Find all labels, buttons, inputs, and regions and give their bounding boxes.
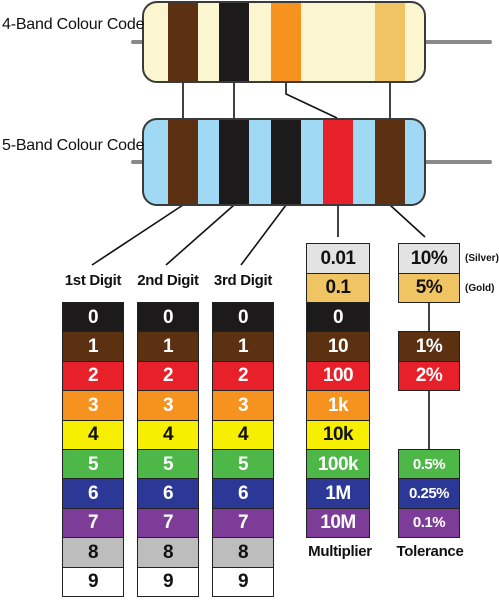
resistor-4band-band-2-black [219, 2, 249, 82]
resistor-4band-band-3-orange [271, 2, 301, 82]
digit3-cell-4: 4 [212, 419, 274, 450]
link-band2-digit2 [165, 204, 235, 266]
multiplier-cell-0: 0 [306, 302, 370, 333]
tolerance-cell-0_25pct: 0.25% [398, 478, 460, 509]
link-band5-tolerance [389, 204, 426, 238]
digit2-cell-1: 1 [137, 331, 199, 362]
title-5-band: 5-Band Colour Code [2, 137, 145, 154]
resistor-4band-band-4-gold [375, 2, 405, 82]
tolerance-cell-0_1pct: 0.1% [398, 507, 460, 539]
digit3-cell-1: 1 [212, 331, 274, 362]
digit3-cell-2: 2 [212, 360, 274, 392]
digit2-cell-0: 0 [137, 302, 199, 333]
resistor-4band-band-1-brown [168, 2, 198, 82]
multiplier-cell-10k: 10k [306, 419, 370, 450]
resistor-5band-band-1-brown [168, 119, 198, 205]
tolerance-cell-0_5pct: 0.5% [398, 449, 460, 480]
digit2-cell-9: 9 [137, 566, 199, 597]
digit3-cell-5: 5 [212, 449, 274, 480]
header-multiplier: Multiplier [308, 543, 372, 560]
multiplier-cell-10M: 10M [306, 507, 370, 539]
digit1-cell-0: 0 [62, 302, 124, 333]
resistor-5band-band-4-red [323, 119, 353, 205]
digit1-cell-2: 2 [62, 360, 124, 392]
digit3-cell-6: 6 [212, 478, 274, 509]
multiplier-cell-0_1: 0.1 [306, 272, 370, 303]
digit1-cell-8: 8 [62, 537, 124, 568]
resistor-5band-outline [142, 118, 426, 206]
multiplier-cell-10: 10 [306, 331, 370, 362]
link-4band-multiplier [285, 82, 338, 119]
tolerance-cell-2pct: 2% [398, 360, 460, 392]
tolerance-cell-5pct: 5% [398, 272, 460, 303]
tolerance-cell-1pct: 1% [398, 331, 460, 362]
digit1-cell-1: 1 [62, 331, 124, 362]
digit3-cell-9: 9 [212, 566, 274, 597]
title-4-band: 4-Band Colour Code [2, 16, 145, 33]
header-1st-digit: 1st Digit [64, 272, 122, 289]
digit2-cell-2: 2 [137, 360, 199, 392]
digit1-cell-3: 3 [62, 390, 124, 421]
tolerance-cell-10pct: 10% [398, 243, 460, 274]
multiplier-cell-0_01: 0.01 [306, 243, 370, 274]
digit1-cell-5: 5 [62, 449, 124, 480]
digit1-cell-9: 9 [62, 566, 124, 597]
digit1-cell-4: 4 [62, 419, 124, 450]
digit1-cell-7: 7 [62, 507, 124, 539]
digit3-cell-7: 7 [212, 507, 274, 539]
tolerance-note-silver: (Silver) [465, 253, 499, 265]
digit2-cell-3: 3 [137, 390, 199, 421]
resistor-5band-bands [168, 119, 405, 205]
digit2-cell-8: 8 [137, 537, 199, 568]
digit3-cell-3: 3 [212, 390, 274, 421]
link-band1-digit1 [91, 204, 184, 266]
tolerance-note-gold: (Gold) [465, 282, 495, 294]
resistor-5band-band-3-black [271, 119, 301, 205]
header-2nd-digit: 2nd Digit [137, 272, 199, 289]
digit2-cell-7: 7 [137, 507, 199, 539]
resistor-5band-band-2-black [219, 119, 249, 205]
digit2-cell-6: 6 [137, 478, 199, 509]
digit2-cell-4: 4 [137, 419, 199, 450]
multiplier-cell-1k: 1k [306, 390, 370, 421]
digit1-cell-6: 6 [62, 478, 124, 509]
digit3-cell-0: 0 [212, 302, 274, 333]
multiplier-cell-100k: 100k [306, 449, 370, 480]
header-tolerance: Tolerance [396, 543, 464, 560]
digit2-cell-5: 5 [137, 449, 199, 480]
resistor-4band-bands [168, 2, 405, 82]
header-3rd-digit: 3rd Digit [213, 272, 273, 289]
resistor-4band-outline [142, 1, 426, 83]
multiplier-cell-100: 100 [306, 360, 370, 392]
resistor-5band-band-5-brown [375, 119, 405, 205]
multiplier-cell-1M: 1M [306, 478, 370, 509]
digit3-cell-8: 8 [212, 537, 274, 568]
link-band3-digit3 [240, 204, 287, 266]
